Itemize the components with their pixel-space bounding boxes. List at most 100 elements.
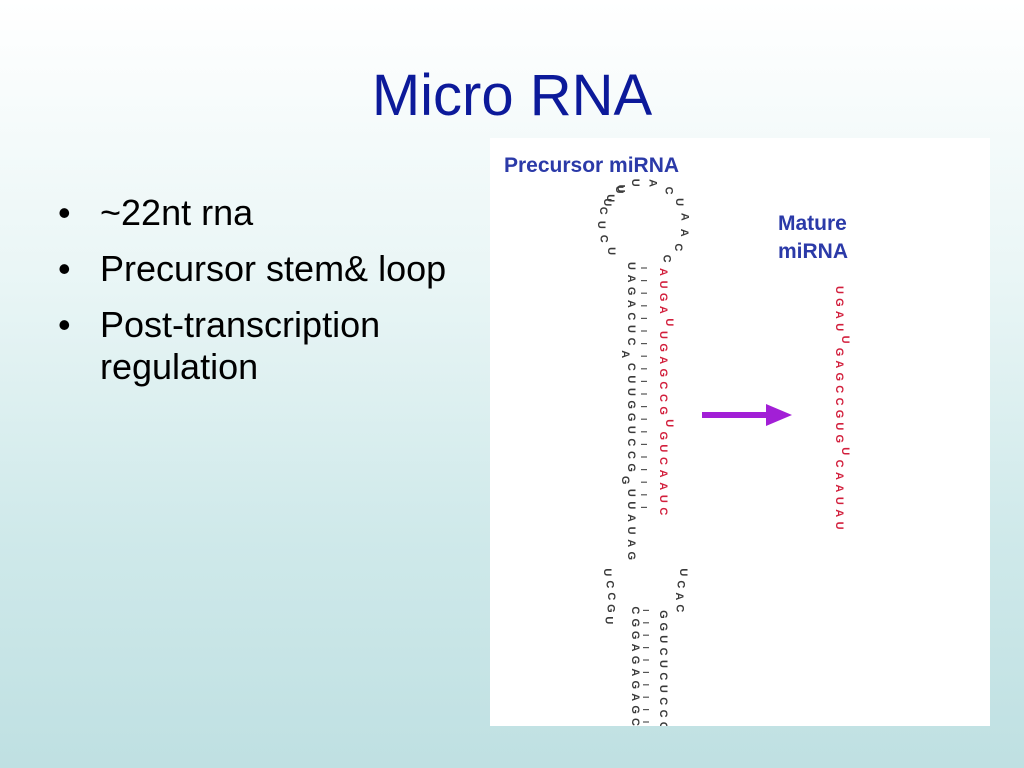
stem-nucleotide: G (657, 623, 669, 632)
mature-stem-nucleotide: G (657, 432, 669, 441)
loop-nucleotide: A (647, 179, 659, 187)
bulge-nucleotide: C (605, 592, 617, 600)
stem-nucleotide: G (629, 631, 641, 640)
mature-stem-nucleotide: U (657, 331, 669, 339)
bullet-marker: • (58, 192, 71, 233)
stem-nucleotide: U (657, 635, 669, 643)
bulge-nucleotide: C (674, 604, 686, 612)
stem-nucleotide: G (625, 552, 637, 561)
stem-nucleotide: C (625, 338, 637, 346)
mature-stem-nucleotide: A (657, 356, 669, 364)
mature-nucleotide: U (833, 286, 845, 294)
mature-stem-nucleotide: U (657, 495, 669, 503)
mature-nucleotide: U (839, 447, 851, 455)
loop-nucleotide: U (595, 221, 607, 229)
stem-nucleotide: U (625, 489, 637, 497)
bulge-nucleotide: U (677, 568, 689, 576)
mature-nucleotide: G (833, 410, 845, 419)
stem-nucleotide: C (625, 451, 637, 459)
bulge-nucleotide: C (674, 580, 686, 588)
stem-nucleotide: G (625, 400, 637, 409)
loop-nucleotide: U (605, 247, 617, 255)
stem-nucleotide: U (625, 388, 637, 396)
stem-nucleotide: G (625, 463, 637, 472)
stem-nucleotide: A (625, 539, 637, 547)
mature-stem-nucleotide: G (657, 293, 669, 302)
bulge-nucleotide: C (604, 580, 616, 588)
bullet-text: ~22nt rna (100, 192, 254, 233)
stem-nucleotide: G (629, 681, 641, 690)
stem-nucleotide: A (629, 693, 641, 701)
stem-nucleotide: G (657, 722, 669, 726)
loop-nucleotide: U (629, 179, 641, 187)
mature-nucleotide: A (833, 509, 845, 517)
loop-nucleotide: A (678, 229, 690, 237)
mature-stem-nucleotide: G (657, 369, 669, 378)
bullet-text: Precursor stem& loop (100, 248, 447, 289)
mature-stem-nucleotide: U (663, 318, 675, 326)
bullet-item: • ~22nt rna (58, 192, 478, 234)
mature-nucleotide: C (833, 385, 845, 393)
stem-nucleotide: U (625, 375, 637, 383)
stem-nucleotide: C (657, 710, 669, 718)
mature-nucleotide: C (833, 460, 845, 468)
mature-nucleotide: G (833, 373, 845, 382)
bullet-list: • ~22nt rna • Precursor stem& loop • Pos… (58, 192, 478, 402)
stem-nucleotide: C (625, 438, 637, 446)
mature-nucleotide: U (833, 422, 845, 430)
bullet-text: Post-transcription regulation (100, 304, 381, 387)
loop-nucleotide: U (604, 194, 616, 202)
bulge-nucleotide: U (601, 568, 613, 576)
mature-nucleotide: U (833, 497, 845, 505)
mature-nucleotide: C (833, 398, 845, 406)
stem-nucleotide: C (629, 718, 641, 726)
mature-label: Mature (778, 212, 847, 235)
loop-nucleotide: U (673, 198, 685, 206)
loop-nucleotide: U (614, 185, 626, 193)
stem-nucleotide: G (625, 287, 637, 296)
stem-nucleotide: U (625, 501, 637, 509)
precursor-label: Precursor miRNA (504, 154, 679, 177)
mature-nucleotide: A (833, 472, 845, 480)
mature-label: miRNA (778, 240, 848, 263)
mature-nucleotide: G (833, 348, 845, 357)
stem-nucleotide: U (625, 262, 637, 270)
stem-nucleotide: G (629, 656, 641, 665)
bullet-marker: • (58, 248, 71, 289)
stem-nucleotide: C (657, 697, 669, 705)
loop-nucleotide: C (598, 235, 610, 243)
bullet-marker: • (58, 304, 71, 345)
mature-nucleotide: G (833, 435, 845, 444)
stem-nucleotide: A (629, 644, 641, 652)
stem-nucleotide: U (625, 325, 637, 333)
mature-stem-nucleotide: C (657, 457, 669, 465)
bulge-nucleotide: U (602, 616, 614, 624)
mature-stem-nucleotide: C (657, 381, 669, 389)
mature-stem-nucleotide: C (657, 507, 669, 515)
bulge-nucleotide: G (604, 604, 616, 613)
stem-nucleotide: G (629, 619, 641, 628)
mature-stem-nucleotide: U (663, 419, 675, 427)
stem-nucleotide: A (625, 300, 637, 308)
mature-stem-nucleotide: A (657, 306, 669, 314)
mature-stem-nucleotide: U (657, 281, 669, 289)
bullet-item: • Precursor stem& loop (58, 248, 478, 290)
mature-stem-nucleotide: A (657, 482, 669, 490)
mature-nucleotide: A (833, 311, 845, 319)
stem-nucleotide: C (657, 672, 669, 680)
stem-nucleotide: C (625, 363, 637, 371)
mature-stem-nucleotide: U (657, 444, 669, 452)
arrow-icon (702, 404, 792, 426)
mature-nucleotide: U (833, 323, 845, 331)
stem-nucleotide: C (625, 312, 637, 320)
loop-nucleotide: C (672, 243, 684, 251)
stem-nucleotide: U (657, 660, 669, 668)
mature-nucleotide: U (833, 522, 845, 530)
stem-nucleotide: C (657, 648, 669, 656)
loop-nucleotide: U (613, 186, 625, 194)
stem-nucleotide: A (619, 350, 631, 358)
stem-nucleotide: A (629, 668, 641, 676)
mature-stem-nucleotide: G (657, 343, 669, 352)
mature-stem-nucleotide: A (657, 268, 669, 276)
